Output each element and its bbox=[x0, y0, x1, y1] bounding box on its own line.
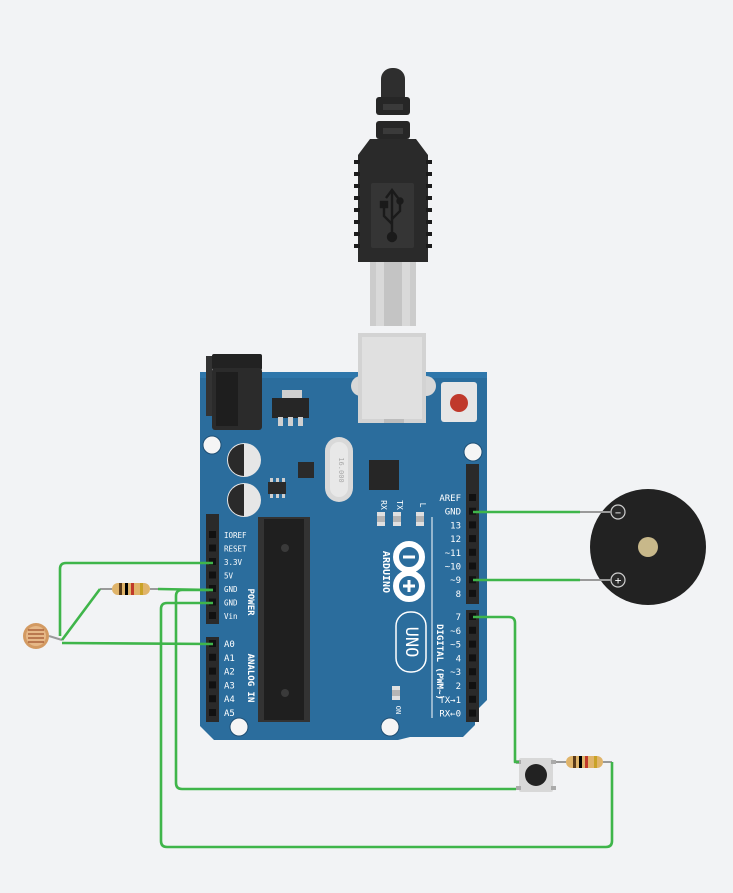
resistor-button[interactable] bbox=[556, 756, 612, 768]
header-pin[interactable] bbox=[209, 531, 216, 538]
wires[interactable] bbox=[58, 510, 614, 849]
digital-pin-label: RX←0 bbox=[439, 710, 461, 720]
uno-badge: UNO bbox=[395, 611, 427, 673]
header-pin[interactable] bbox=[209, 653, 216, 661]
usb-symbol-icon bbox=[379, 188, 404, 243]
header-pin[interactable] bbox=[209, 667, 216, 675]
photoresistor[interactable] bbox=[23, 623, 63, 649]
header-pin[interactable] bbox=[469, 507, 476, 515]
digital-pin-label: TX→1 bbox=[439, 696, 461, 706]
crystal-oscillator: 16.000 bbox=[325, 437, 353, 502]
capacitor bbox=[227, 443, 261, 517]
resistor-ldr[interactable] bbox=[100, 583, 158, 595]
usb-b-port bbox=[351, 333, 436, 423]
uno-label: UNO bbox=[401, 627, 421, 658]
header-pin[interactable] bbox=[469, 589, 476, 597]
buzzer-plus-label: + bbox=[615, 574, 622, 587]
digital-pin-label: 4 bbox=[456, 654, 461, 664]
arduino-brand: ARDUINO bbox=[380, 551, 391, 593]
power-pin-label: IOREF bbox=[224, 531, 247, 540]
header-pin[interactable] bbox=[469, 640, 476, 648]
wire-gnd-loop bbox=[159, 601, 614, 849]
digital-pin-label: AREF bbox=[439, 494, 461, 504]
power-pin-label: RESET bbox=[224, 545, 247, 554]
digital-pin-label: 8 bbox=[456, 590, 461, 600]
buzzer-minus-label: − bbox=[615, 508, 621, 519]
wire-pin7 bbox=[473, 615, 519, 764]
wire-a0 bbox=[61, 641, 214, 646]
header-pin[interactable] bbox=[469, 535, 476, 543]
rx-label: RX bbox=[379, 500, 388, 510]
header-pin[interactable] bbox=[469, 494, 476, 501]
header-pin[interactable] bbox=[469, 613, 476, 620]
on-label: ON bbox=[394, 706, 402, 714]
l-label: L bbox=[418, 503, 427, 508]
header-pin[interactable] bbox=[209, 544, 216, 552]
header-pin[interactable] bbox=[209, 612, 216, 619]
digital-header-bottom bbox=[466, 610, 479, 722]
arduino-logo-icon bbox=[393, 541, 425, 602]
header-pin[interactable] bbox=[209, 558, 216, 565]
header-pin[interactable] bbox=[209, 571, 216, 579]
digital-pin-label: GND bbox=[445, 508, 461, 518]
digital-pin-label: ~6 bbox=[450, 627, 461, 637]
header-pin[interactable] bbox=[469, 548, 476, 556]
wire-3v3 bbox=[58, 561, 213, 636]
analog-pin-label: A2 bbox=[224, 668, 235, 678]
wire-gnd-button bbox=[174, 588, 516, 791]
header-pin[interactable] bbox=[469, 521, 476, 529]
digital-pin-label: 12 bbox=[450, 535, 461, 545]
digital-pin-label: ~5 bbox=[450, 641, 461, 651]
header-pin[interactable] bbox=[209, 695, 216, 703]
power-pin-label: 3.3V bbox=[224, 558, 243, 567]
header-pin[interactable] bbox=[469, 682, 476, 689]
power-pin-label: 5V bbox=[224, 572, 234, 581]
digital-pin-label: ~3 bbox=[450, 668, 461, 678]
header-pin[interactable] bbox=[469, 576, 476, 584]
header-pin[interactable] bbox=[469, 695, 476, 703]
header-pin[interactable] bbox=[469, 562, 476, 570]
atmega-chip bbox=[258, 517, 310, 722]
analog-title: ANALOG IN bbox=[245, 654, 255, 703]
power-pin-label: Vin bbox=[224, 612, 238, 621]
analog-pin-label: A4 bbox=[224, 695, 235, 705]
digital-pin-label: ~9 bbox=[450, 576, 461, 586]
analog-pin-label: A0 bbox=[224, 640, 235, 650]
power-pin-label: GND bbox=[224, 585, 238, 594]
dc-power-jack bbox=[206, 354, 262, 430]
header-pin[interactable] bbox=[469, 668, 476, 676]
reset-button[interactable] bbox=[441, 382, 477, 422]
analog-pin-label: A3 bbox=[224, 681, 235, 691]
header-pin[interactable] bbox=[469, 709, 476, 717]
digital-title: DIGITAL (PWM~) bbox=[434, 624, 444, 700]
power-pin-label: GND bbox=[224, 599, 238, 608]
digital-pin-label: 13 bbox=[450, 521, 461, 531]
analog-pin-label: A1 bbox=[224, 654, 235, 664]
digital-pin-label: 2 bbox=[456, 682, 461, 692]
crystal-label: 16.000 bbox=[337, 457, 345, 482]
push-button[interactable] bbox=[516, 758, 556, 792]
wire-ldr-resistor bbox=[60, 588, 102, 641]
power-title: POWER bbox=[245, 588, 255, 616]
header-pin[interactable] bbox=[209, 585, 216, 592]
tx-label: TX bbox=[395, 500, 404, 510]
analog-pin-label: A5 bbox=[224, 709, 235, 719]
usb-cable bbox=[354, 68, 432, 326]
digital-pin-label: 7 bbox=[456, 613, 461, 623]
digital-pin-label: ~10 bbox=[445, 563, 461, 573]
header-pin[interactable] bbox=[209, 709, 216, 716]
voltage-regulator bbox=[272, 390, 309, 426]
power-header bbox=[206, 514, 219, 624]
digital-pin-label: ~11 bbox=[445, 549, 461, 559]
piezo-buzzer[interactable]: − + bbox=[590, 489, 706, 605]
header-pin[interactable] bbox=[469, 626, 476, 634]
arduino-uno-board[interactable]: 16.000 RX TX L ON bbox=[200, 333, 487, 740]
header-pin[interactable] bbox=[469, 654, 476, 662]
status-leds bbox=[377, 512, 424, 700]
header-pin[interactable] bbox=[209, 681, 216, 689]
